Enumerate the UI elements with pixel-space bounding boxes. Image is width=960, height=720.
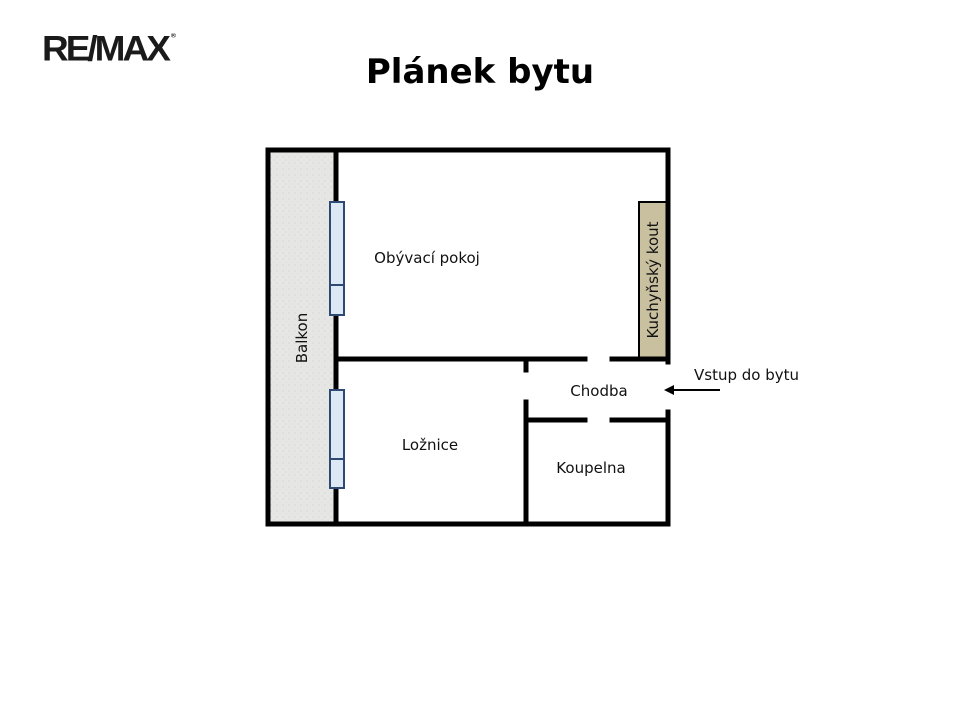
entrance-label: Vstup do bytu [694,366,799,384]
label-balcony: Balkon [293,313,311,364]
registered-mark: ® [170,32,177,40]
remax-logo: RE/MAX® [42,29,177,68]
balcony-area [270,150,336,524]
page-title: Plánek bytu [365,52,595,92]
label-kitchen: Kuchyňský kout [644,221,662,338]
label-bathroom: Koupelna [556,459,625,477]
label-living-room: Obývací pokoj [374,249,480,267]
window-upper [329,201,345,316]
arrow-left-icon [664,385,720,395]
label-bedroom: Ložnice [402,436,458,454]
walls [265,147,671,527]
window-lower [329,389,345,489]
label-hallway: Chodba [570,382,627,400]
